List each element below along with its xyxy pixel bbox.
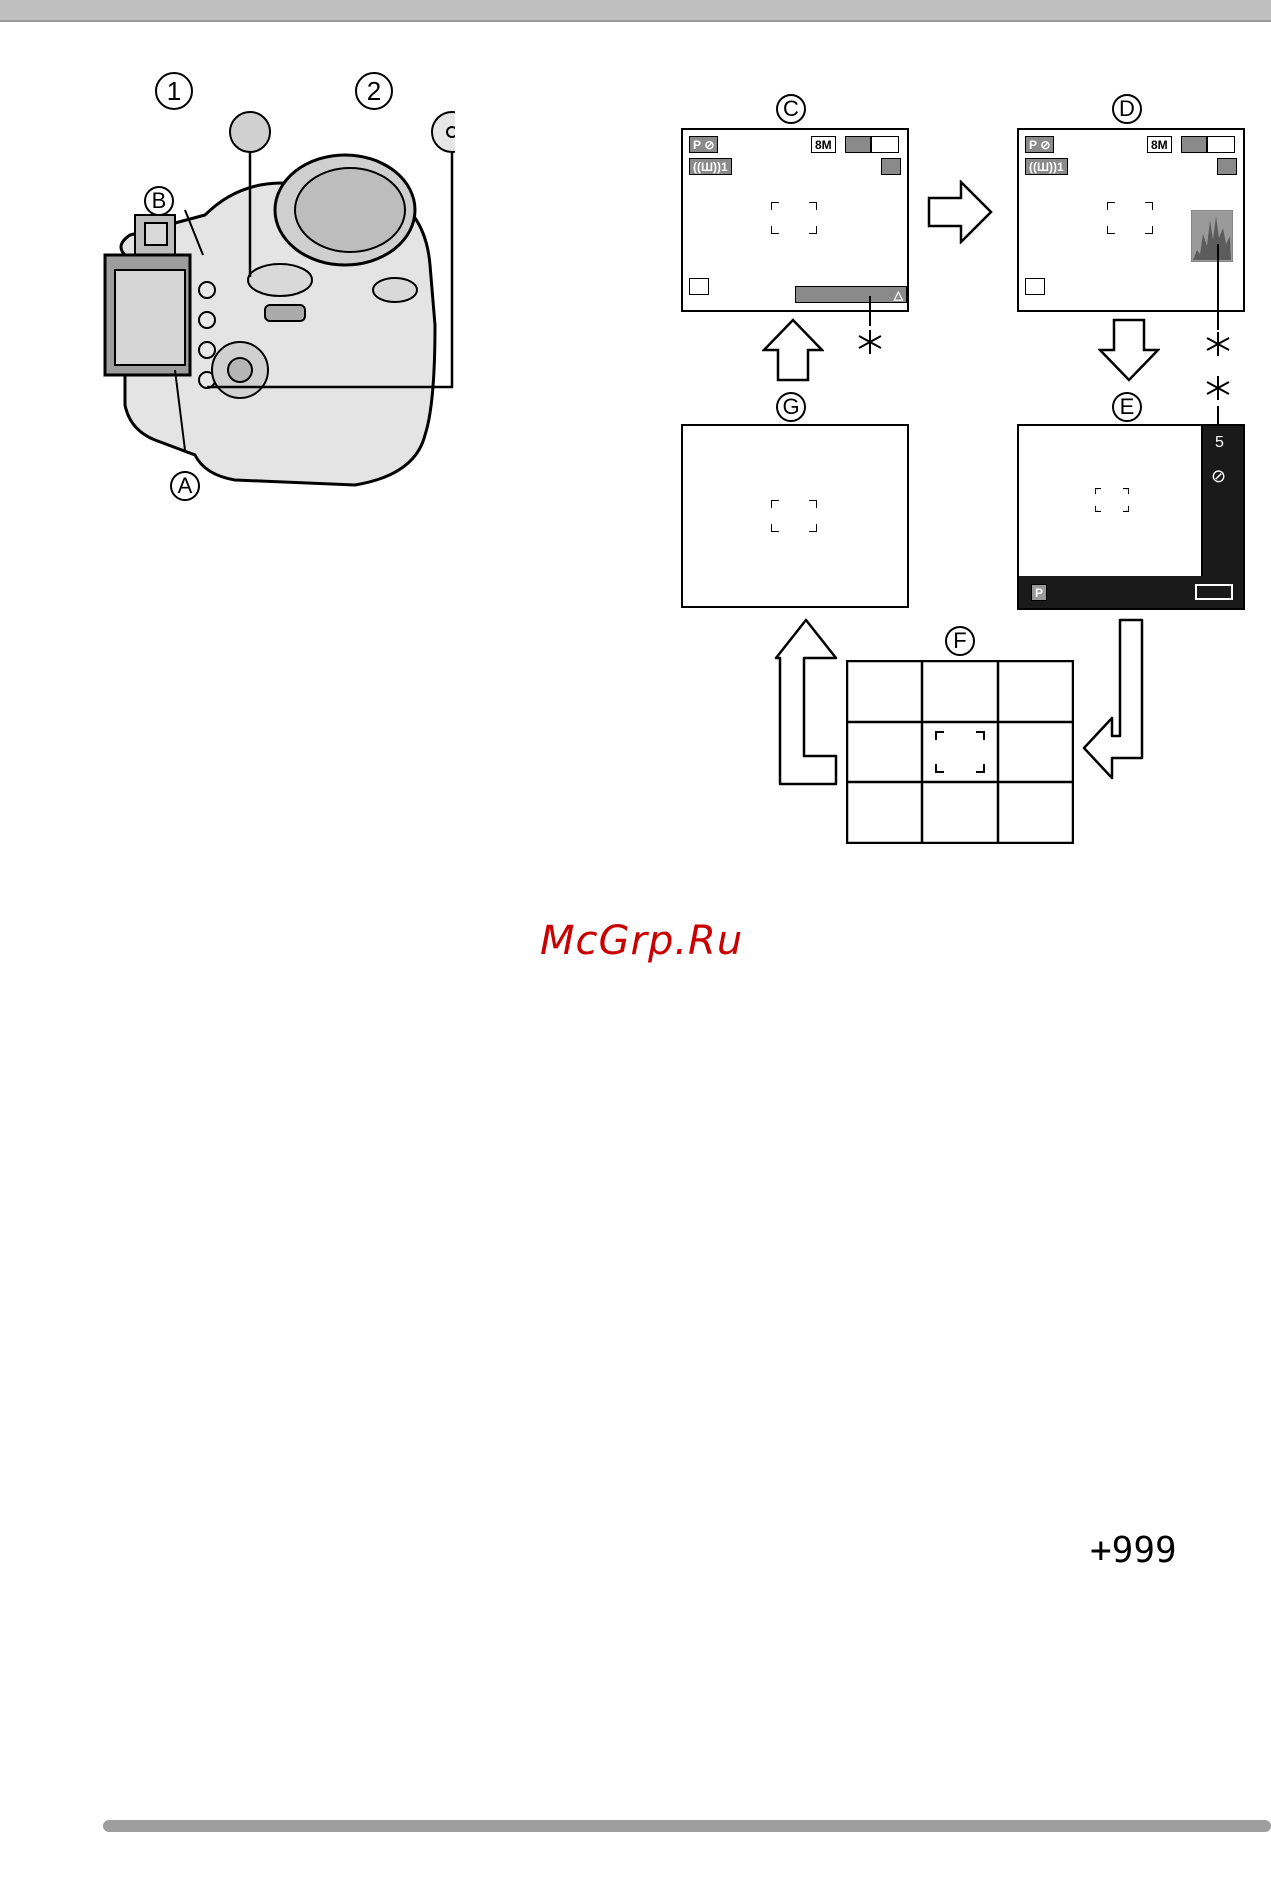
battery-icon [1207,136,1235,153]
asterisk-marker-d [1198,244,1238,358]
callout-g-text: G [782,394,799,420]
stab-text-d: ((Ш))1 [1029,160,1064,174]
mode-chip-c: P ⊘ [689,136,718,153]
af-button-icon [432,112,455,152]
status-block-d [1217,158,1237,175]
callout-d-text: D [1119,96,1135,122]
remaining-shots-counter: +999 [1090,1530,1177,1571]
mode-text-e: P [1035,586,1043,600]
quality-icon [845,136,871,153]
callout-a-text: A [178,473,193,499]
af-frame-icon [771,500,817,532]
mode-chip-d: P ⊘ [1025,136,1054,153]
arrow-down-icon [1098,318,1160,382]
callout-g: G [776,392,806,422]
metering-icon [1025,278,1045,295]
stab-text-c: ((Ш))1 [693,160,728,174]
camera-illustration [95,105,455,525]
callout-e-text: E [1120,394,1135,420]
lcd-screen-c: P ⊘ 8M ((Ш))1 △ [681,128,909,312]
flash-off-icon: ⊘ [704,138,714,152]
callout-f-text: F [953,628,966,654]
af-frame-icon [1095,488,1129,512]
viewfinder-area [1019,426,1203,576]
mode-text-c: P [693,138,701,152]
asterisk-marker-c [850,296,890,358]
stabilizer-chip-c: ((Ш))1 [689,158,732,175]
status-block-c [881,158,901,175]
callout-b: B [144,186,174,216]
stabilizer-chip-d: ((Ш))1 [1025,158,1068,175]
af-frame-icon [771,202,817,234]
callout-f: F [945,626,975,656]
callout-a: A [170,471,200,501]
arrow-right-icon [927,180,993,244]
display-button-icon [230,112,270,152]
af-frame-icon [1107,202,1153,234]
battery-icon [871,136,899,153]
arrow-hook-down-left-icon [1080,618,1146,798]
warning-icon: △ [894,288,903,302]
size-chip-d: 8M [1147,136,1172,153]
callout-c: C [776,94,806,124]
size-text-c: 8M [815,138,832,152]
mode-chip-e: P [1031,584,1047,601]
bottom-rule [103,1820,1271,1832]
callout-1-text: 1 [167,76,181,107]
callout-d: D [1112,94,1142,124]
mode-text-d: P [1029,138,1037,152]
battery-icon [1195,584,1233,600]
size-text-d: 8M [1151,138,1168,152]
guide-line-grid [846,660,1074,844]
metering-icon [689,278,709,295]
arrow-hook-up-left-icon [774,618,840,788]
lcd-screen-e: 5 ⊘ P [1017,424,1245,610]
flash-off-icon: ⊘ [1211,466,1226,487]
watermark-text: McGrp.Ru [540,918,743,964]
callout-b-text: B [152,188,167,214]
callout-e: E [1112,392,1142,422]
callout-2-text: 2 [367,76,381,107]
side-indicator-e: 5 [1215,434,1224,452]
callout-c-text: C [783,96,799,122]
lcd-screen-g [681,424,909,608]
top-rule [0,0,1271,22]
flash-off-icon: ⊘ [1040,138,1050,152]
arrow-up-icon [762,318,824,382]
quality-icon [1181,136,1207,153]
size-chip-c: 8M [811,136,836,153]
